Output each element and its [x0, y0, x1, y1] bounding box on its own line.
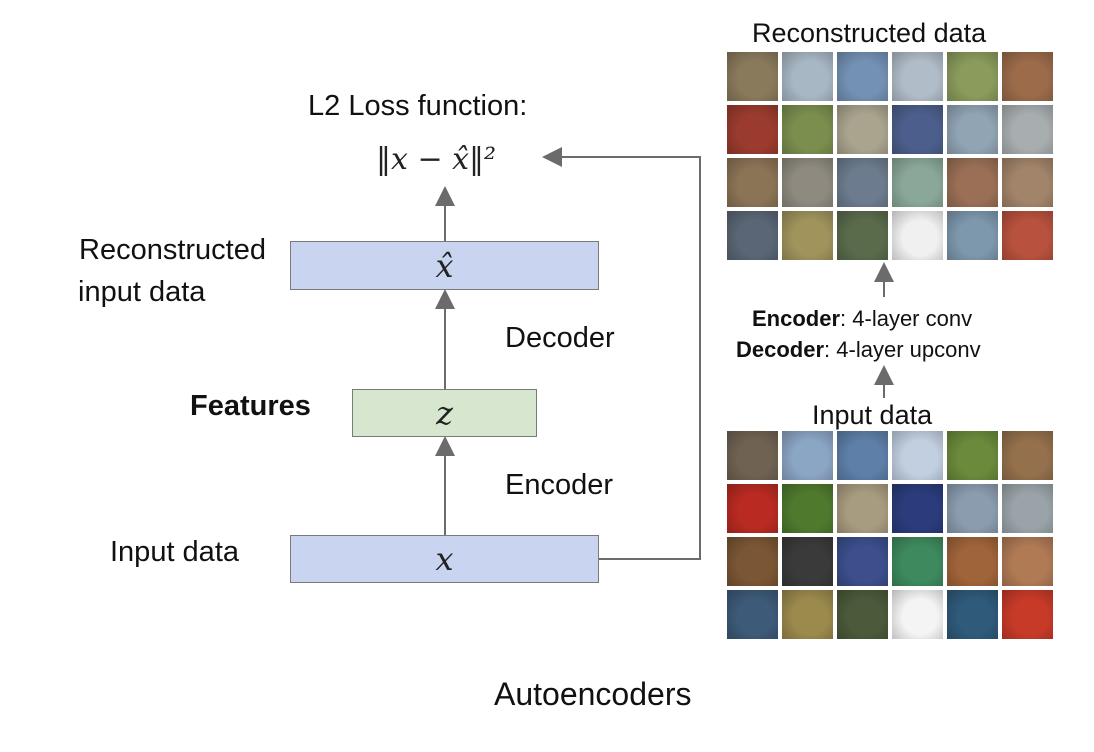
- input-image-tile: [782, 431, 833, 480]
- input-image-tile: [947, 431, 998, 480]
- input-data-label: Input data: [110, 536, 239, 568]
- encoder-desc: : 4-layer conv: [840, 306, 973, 331]
- input-image-tile: [1002, 484, 1053, 533]
- reconstructed-image-grid: [727, 52, 1053, 260]
- loss-formula: ‖x − x̂‖²: [376, 142, 497, 177]
- input-image-tile: [1002, 431, 1053, 480]
- input-image-tile: [947, 590, 998, 639]
- input-image-tile: [837, 484, 888, 533]
- x-symbol: x: [435, 540, 454, 578]
- input-image-tile: [782, 590, 833, 639]
- input-image-tile: [1002, 537, 1053, 586]
- reconstructed-input-box: x̂: [290, 241, 599, 290]
- decoder-desc: : 4-layer upconv: [824, 337, 981, 362]
- reconstructed-image-tile: [892, 52, 943, 101]
- reconstructed-image-tile: [782, 52, 833, 101]
- x-hat-symbol: x̂: [435, 246, 454, 285]
- input-image-tile: [727, 590, 778, 639]
- input-image-tile: [947, 484, 998, 533]
- reconstructed-label-line1: Reconstructed: [79, 234, 266, 266]
- input-image-tile: [892, 537, 943, 586]
- encoder-key: Encoder: [752, 306, 841, 331]
- loss-function-title: L2 Loss function:: [308, 90, 528, 122]
- reconstructed-image-tile: [1002, 158, 1053, 207]
- reconstructed-image-tile: [782, 211, 833, 260]
- reconstructed-image-tile: [782, 158, 833, 207]
- input-image-tile: [727, 537, 778, 586]
- input-data-box: x: [290, 535, 599, 583]
- reconstructed-image-tile: [892, 105, 943, 154]
- input-image-tile: [892, 431, 943, 480]
- reconstructed-image-tile: [727, 158, 778, 207]
- input-image-tile: [1002, 590, 1053, 639]
- reconstructed-image-tile: [727, 211, 778, 260]
- input-image-tile: [837, 537, 888, 586]
- reconstructed-image-tile: [947, 52, 998, 101]
- decoder-key: Decoder: [736, 337, 825, 362]
- reconstructed-input-label: Reconstructed: [30, 234, 266, 267]
- reconstructed-input-label-line2: input data: [78, 276, 206, 308]
- input-image-tile: [892, 484, 943, 533]
- reconstructed-image-tile: [837, 158, 888, 207]
- reconstructed-image-tile: [1002, 105, 1053, 154]
- features-box: z: [352, 389, 537, 437]
- z-symbol: z: [436, 394, 453, 432]
- input-image-grid: [727, 431, 1053, 639]
- reconstructed-image-tile: [727, 52, 778, 101]
- reconstructed-image-tile: [947, 158, 998, 207]
- reconstructed-data-title: Reconstructed data: [752, 18, 987, 48]
- reconstructed-image-tile: [1002, 211, 1053, 260]
- encoder-label: Encoder: [505, 469, 614, 501]
- reconstructed-image-tile: [1002, 52, 1053, 101]
- reconstructed-image-tile: [837, 211, 888, 260]
- reconstructed-image-tile: [727, 105, 778, 154]
- reconstructed-image-tile: [837, 105, 888, 154]
- input-image-tile: [727, 484, 778, 533]
- input-image-tile: [837, 590, 888, 639]
- input-image-tile: [947, 537, 998, 586]
- input-image-tile: [727, 431, 778, 480]
- reconstructed-image-tile: [892, 211, 943, 260]
- caption: Autoencoders: [494, 676, 692, 712]
- decoder-label: Decoder: [505, 322, 615, 354]
- input-data-title: Input data: [812, 400, 933, 430]
- input-image-tile: [782, 537, 833, 586]
- encoder-description: Encoder: 4-layer conv: [752, 306, 972, 332]
- reconstructed-image-tile: [892, 158, 943, 207]
- reconstructed-image-tile: [782, 105, 833, 154]
- reconstructed-image-tile: [947, 105, 998, 154]
- reconstructed-image-tile: [837, 52, 888, 101]
- features-label: Features: [190, 390, 311, 422]
- decoder-description: Decoder: 4-layer upconv: [736, 337, 981, 363]
- reconstructed-image-tile: [947, 211, 998, 260]
- input-image-tile: [782, 484, 833, 533]
- input-image-tile: [892, 590, 943, 639]
- input-image-tile: [837, 431, 888, 480]
- arrow-input-to-loss: [542, 147, 701, 560]
